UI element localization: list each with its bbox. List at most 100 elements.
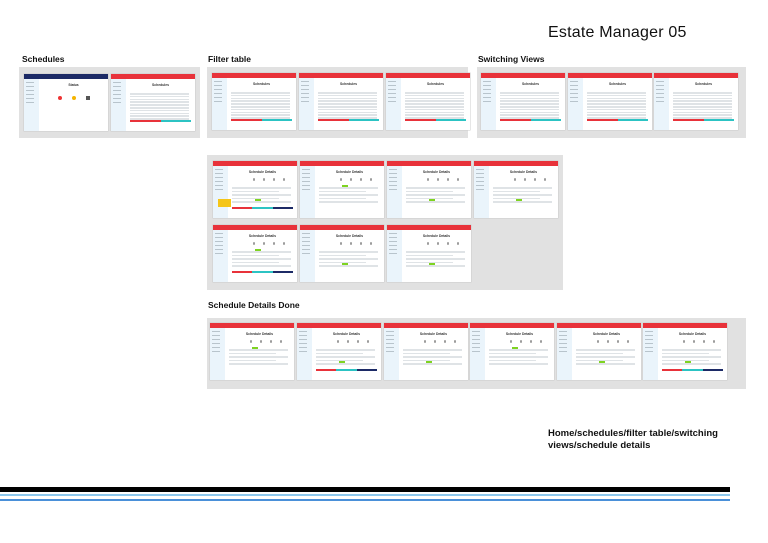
screen-thumbnail-details[interactable]: Schedule Details <box>387 161 471 218</box>
screen-title: Schedules <box>340 82 357 86</box>
screen-thumbnail-schedules[interactable]: Schedules <box>212 73 296 130</box>
sidebar <box>384 328 399 380</box>
action-bar <box>231 119 292 121</box>
app-header <box>24 74 108 79</box>
screen-title: Schedule Details <box>592 332 621 336</box>
screen-thumbnail-schedules[interactable]: Schedules <box>654 73 738 130</box>
screen-title: Schedules <box>695 82 712 86</box>
action-bar <box>318 119 379 121</box>
sidebar <box>213 166 228 218</box>
screen-thumbnail-details[interactable]: Schedule Details <box>643 323 727 380</box>
screen-thumbnail-details[interactable]: Schedule Details <box>213 225 297 282</box>
screen-title: Schedules <box>427 82 444 86</box>
sticky-note <box>218 199 231 207</box>
screen-title: Schedule Details <box>419 332 448 336</box>
sidebar <box>387 166 402 218</box>
sidebar <box>568 78 583 130</box>
sidebar <box>386 78 401 130</box>
app-header <box>300 161 384 166</box>
screen-title: Schedule Details <box>422 234 451 238</box>
app-header <box>481 73 565 78</box>
sidebar <box>654 78 669 130</box>
app-header <box>568 73 652 78</box>
screen-title: Schedules <box>152 83 169 87</box>
section-label-schedules: Schedules <box>22 54 65 64</box>
screen-thumbnail-details[interactable]: Schedule Details <box>210 323 294 380</box>
app-header <box>470 323 554 328</box>
app-header <box>297 323 381 328</box>
action-bar <box>405 119 466 121</box>
screen-thumbnail-schedules[interactable]: Schedules <box>299 73 383 130</box>
app-header <box>386 73 470 78</box>
screen-title: Schedule Details <box>509 170 538 174</box>
screen-title: Schedule Details <box>505 332 534 336</box>
sidebar <box>24 79 39 131</box>
app-header <box>654 73 738 78</box>
screen-thumbnail-details[interactable]: Schedule Details <box>213 161 297 218</box>
screen-thumbnail-details[interactable]: Schedule Details <box>474 161 558 218</box>
action-bar <box>500 119 561 121</box>
app-header <box>213 225 297 230</box>
screen-thumbnail-details[interactable]: Schedule Details <box>300 225 384 282</box>
app-header <box>643 323 727 328</box>
app-header <box>387 225 471 230</box>
sidebar <box>111 79 126 131</box>
stripe-black <box>0 487 730 492</box>
sidebar <box>210 328 225 380</box>
screen-title: Schedule Details <box>335 170 364 174</box>
app-header <box>384 323 468 328</box>
screen-title: Schedules <box>522 82 539 86</box>
sidebar <box>481 78 496 130</box>
app-header <box>210 323 294 328</box>
app-header <box>111 74 195 79</box>
screen-title: Status <box>68 83 79 87</box>
sidebar <box>213 230 228 282</box>
app-header <box>474 161 558 166</box>
screen-thumbnail-details[interactable]: Schedule Details <box>384 323 468 380</box>
action-bar <box>232 207 293 209</box>
screen-title: Schedule Details <box>335 234 364 238</box>
screen-thumbnail-details[interactable]: Schedule Details <box>300 161 384 218</box>
screen-title: Schedule Details <box>248 234 277 238</box>
screen-thumbnail-schedules[interactable]: Schedules <box>481 73 565 130</box>
action-bar <box>130 120 191 122</box>
app-header <box>300 225 384 230</box>
stripe-blue <box>0 499 730 501</box>
screen-thumbnail-details[interactable]: Schedule Details <box>297 323 381 380</box>
action-bar <box>316 369 377 371</box>
screen-thumbnail-status[interactable]: Status <box>24 74 108 131</box>
section-label-schedule-details-done: Schedule Details Done <box>208 300 300 310</box>
screen-title: Schedule Details <box>245 332 274 336</box>
screen-thumbnail-schedules[interactable]: Schedules <box>111 74 195 131</box>
section-label-filter-table: Filter table <box>208 54 251 64</box>
action-bar <box>587 119 648 121</box>
screen-title: Schedules <box>609 82 626 86</box>
sidebar <box>299 78 314 130</box>
screen-thumbnail-details[interactable]: Schedule Details <box>387 225 471 282</box>
stripe-light-blue <box>0 494 730 496</box>
section-label-switching-views: Switching Views <box>478 54 545 64</box>
screen-title: Schedule Details <box>332 332 361 336</box>
screen-thumbnail-schedules[interactable]: Schedules <box>568 73 652 130</box>
app-header <box>557 323 641 328</box>
action-bar <box>662 369 723 371</box>
sidebar <box>300 230 315 282</box>
sidebar <box>470 328 485 380</box>
app-header <box>387 161 471 166</box>
screen-title: Schedule Details <box>678 332 707 336</box>
sidebar <box>212 78 227 130</box>
screen-title: Schedule Details <box>422 170 451 174</box>
sidebar <box>300 166 315 218</box>
app-header <box>213 161 297 166</box>
sidebar <box>387 230 402 282</box>
footer-note: Home/schedules/filter table/switching vi… <box>548 428 718 451</box>
action-bar <box>232 271 293 273</box>
screen-title: Schedule Details <box>248 170 277 174</box>
app-header <box>212 73 296 78</box>
screen-thumbnail-schedules[interactable]: Schedules <box>386 73 470 130</box>
app-header <box>299 73 383 78</box>
board-title: Estate Manager 05 <box>548 24 687 41</box>
sidebar <box>643 328 658 380</box>
screen-thumbnail-details[interactable]: Schedule Details <box>470 323 554 380</box>
screen-thumbnail-details[interactable]: Schedule Details <box>557 323 641 380</box>
